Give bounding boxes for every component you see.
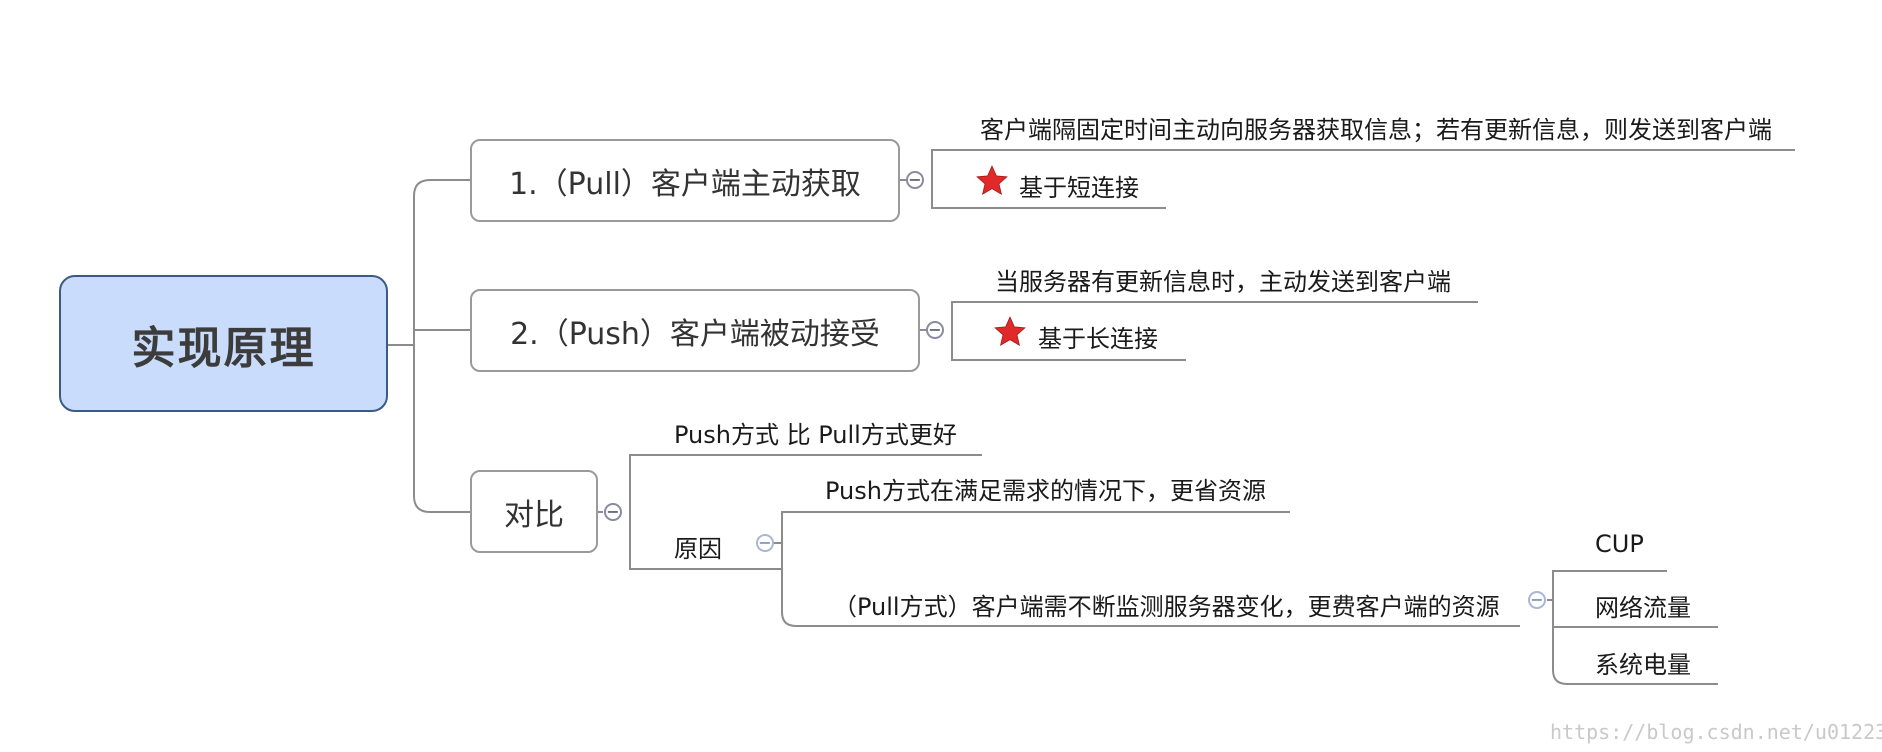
leaf-cpu[interactable]: CUP — [1595, 530, 1644, 558]
branch-compare[interactable]: 对比 — [470, 470, 598, 553]
leaf-push-saves-resources[interactable]: Push方式在满足需求的情况下，更省资源 — [825, 477, 1266, 505]
watermark: https://blog.csdn.net/u012232736 — [1550, 720, 1882, 744]
collapse-toggle-compare[interactable]: − — [604, 503, 622, 521]
collapse-icon: − — [908, 170, 922, 189]
star-icon — [994, 316, 1026, 347]
leaf-network-traffic[interactable]: 网络流量 — [1595, 594, 1691, 622]
star-icon — [976, 165, 1008, 196]
collapse-icon: − — [606, 502, 620, 521]
branch-push[interactable]: 2.（Push）客户端被动接受 — [470, 289, 920, 372]
leaf-battery[interactable]: 系统电量 — [1595, 651, 1691, 679]
collapse-toggle-pull[interactable]: − — [906, 171, 924, 189]
leaf-push-description[interactable]: 当服务器有更新信息时，主动发送到客户端 — [995, 268, 1451, 296]
leaf-long-connection[interactable]: 基于长连接 — [1038, 325, 1158, 353]
leaf-reason[interactable]: 原因 — [674, 535, 722, 563]
collapse-toggle-pull-reason[interactable]: − — [1528, 591, 1546, 609]
collapse-icon: − — [928, 320, 942, 339]
root-node[interactable]: 实现原理 — [59, 275, 388, 412]
leaf-push-better[interactable]: Push方式 比 Pull方式更好 — [674, 421, 957, 449]
branch-pull[interactable]: 1.（Pull）客户端主动获取 — [470, 139, 900, 222]
collapse-icon: − — [758, 533, 772, 552]
collapse-toggle-push[interactable]: − — [926, 321, 944, 339]
collapse-icon: − — [1530, 590, 1544, 609]
leaf-short-connection[interactable]: 基于短连接 — [1019, 174, 1139, 202]
leaf-pull-description[interactable]: 客户端隔固定时间主动向服务器获取信息；若有更新信息，则发送到客户端 — [980, 116, 1772, 144]
leaf-pull-costs-resources[interactable]: （Pull方式）客户端需不断监测服务器变化，更费客户端的资源 — [833, 593, 1500, 621]
collapse-toggle-reason[interactable]: − — [756, 534, 774, 552]
